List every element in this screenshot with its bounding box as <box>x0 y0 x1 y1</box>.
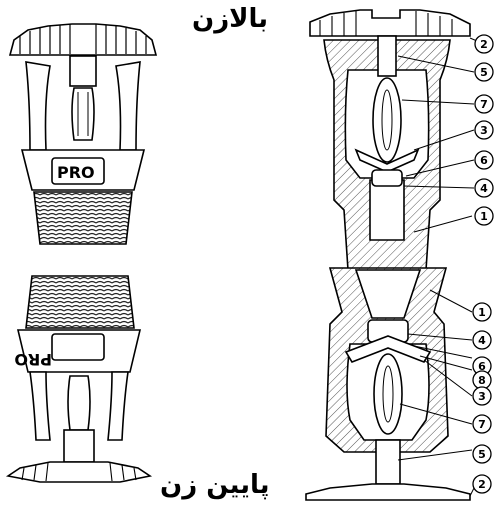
upright-callout-circle <box>474 178 494 198</box>
upright-brand-label: PRO <box>57 163 95 182</box>
upright-callout-label: 7 <box>480 98 488 111</box>
pendent-brand-label: PRO <box>14 350 52 369</box>
pendent-callout-label: 5 <box>478 448 486 461</box>
pendent-callout-circle <box>472 302 492 322</box>
upright-frame-arm-left <box>25 61 51 151</box>
upright-section-deflector <box>309 9 471 37</box>
pendent-glass-bulb <box>67 375 91 431</box>
pendent-section-view <box>305 267 471 501</box>
upright-external-view: PRO <box>8 23 158 245</box>
upright-callout-circle <box>474 34 494 54</box>
upright-deflector <box>8 23 158 56</box>
upright-callout-circle <box>474 120 494 140</box>
pendent-callout-circle <box>472 474 492 494</box>
upright-callout-label: 5 <box>480 66 488 79</box>
pendent-brand-plate <box>51 333 105 361</box>
upright-callout-circle <box>474 94 494 114</box>
upright-callout-label: 2 <box>480 38 488 51</box>
pendent-title: پایین زن <box>160 470 270 500</box>
pendent-section-waterway <box>354 269 422 319</box>
pendent-deflector <box>5 461 153 483</box>
pendent-callout-circle <box>472 444 492 464</box>
upright-brand-plate <box>51 157 105 185</box>
pendent-callout-circle <box>472 386 492 406</box>
upright-callout-circle <box>474 62 494 82</box>
upright-section-cap <box>371 169 403 187</box>
upright-callout-circle <box>474 206 494 226</box>
upright-glass-bulb <box>71 87 95 141</box>
pendent-load-screw <box>63 429 95 463</box>
pendent-callout-label: 2 <box>478 478 486 491</box>
pendent-callout-label: 3 <box>478 390 486 403</box>
upright-thread <box>33 191 133 245</box>
pendent-section-deflector <box>305 483 471 501</box>
pendent-callout-label: 4 <box>478 334 486 347</box>
pendent-section-spring <box>344 335 432 363</box>
upright-callout-circle <box>474 150 494 170</box>
upright-section-waterway <box>369 179 405 241</box>
pendent-frame-arm-left <box>29 371 51 441</box>
pendent-section-screw <box>375 439 401 485</box>
pendent-leader-lines <box>397 289 477 497</box>
pendent-external-view: PRO <box>5 275 153 483</box>
upright-section-screw <box>377 35 397 77</box>
upright-section-view <box>309 9 471 301</box>
pendent-frame-arm-right <box>107 371 129 441</box>
upright-callout-label: 1 <box>480 210 488 223</box>
upright-deflector-teeth <box>19 24 147 54</box>
upright-title: بالازن <box>192 4 269 34</box>
upright-load-screw <box>69 55 97 87</box>
pendent-callout-label: 6 <box>478 360 486 373</box>
upright-frame-arm-right <box>115 61 141 151</box>
pendent-callout-label: 8 <box>478 374 486 387</box>
upright-callout-label: 3 <box>480 124 488 137</box>
upright-section-spring <box>354 148 420 173</box>
upright-callout-label: 4 <box>480 182 488 195</box>
pendent-thread <box>25 275 135 329</box>
upright-callout-label: 6 <box>480 154 488 167</box>
pendent-callout-label: 7 <box>478 418 486 431</box>
pendent-callout-circle <box>472 330 492 350</box>
pendent-callout-label: 1 <box>478 306 486 319</box>
pendent-callout-circle <box>472 414 492 434</box>
